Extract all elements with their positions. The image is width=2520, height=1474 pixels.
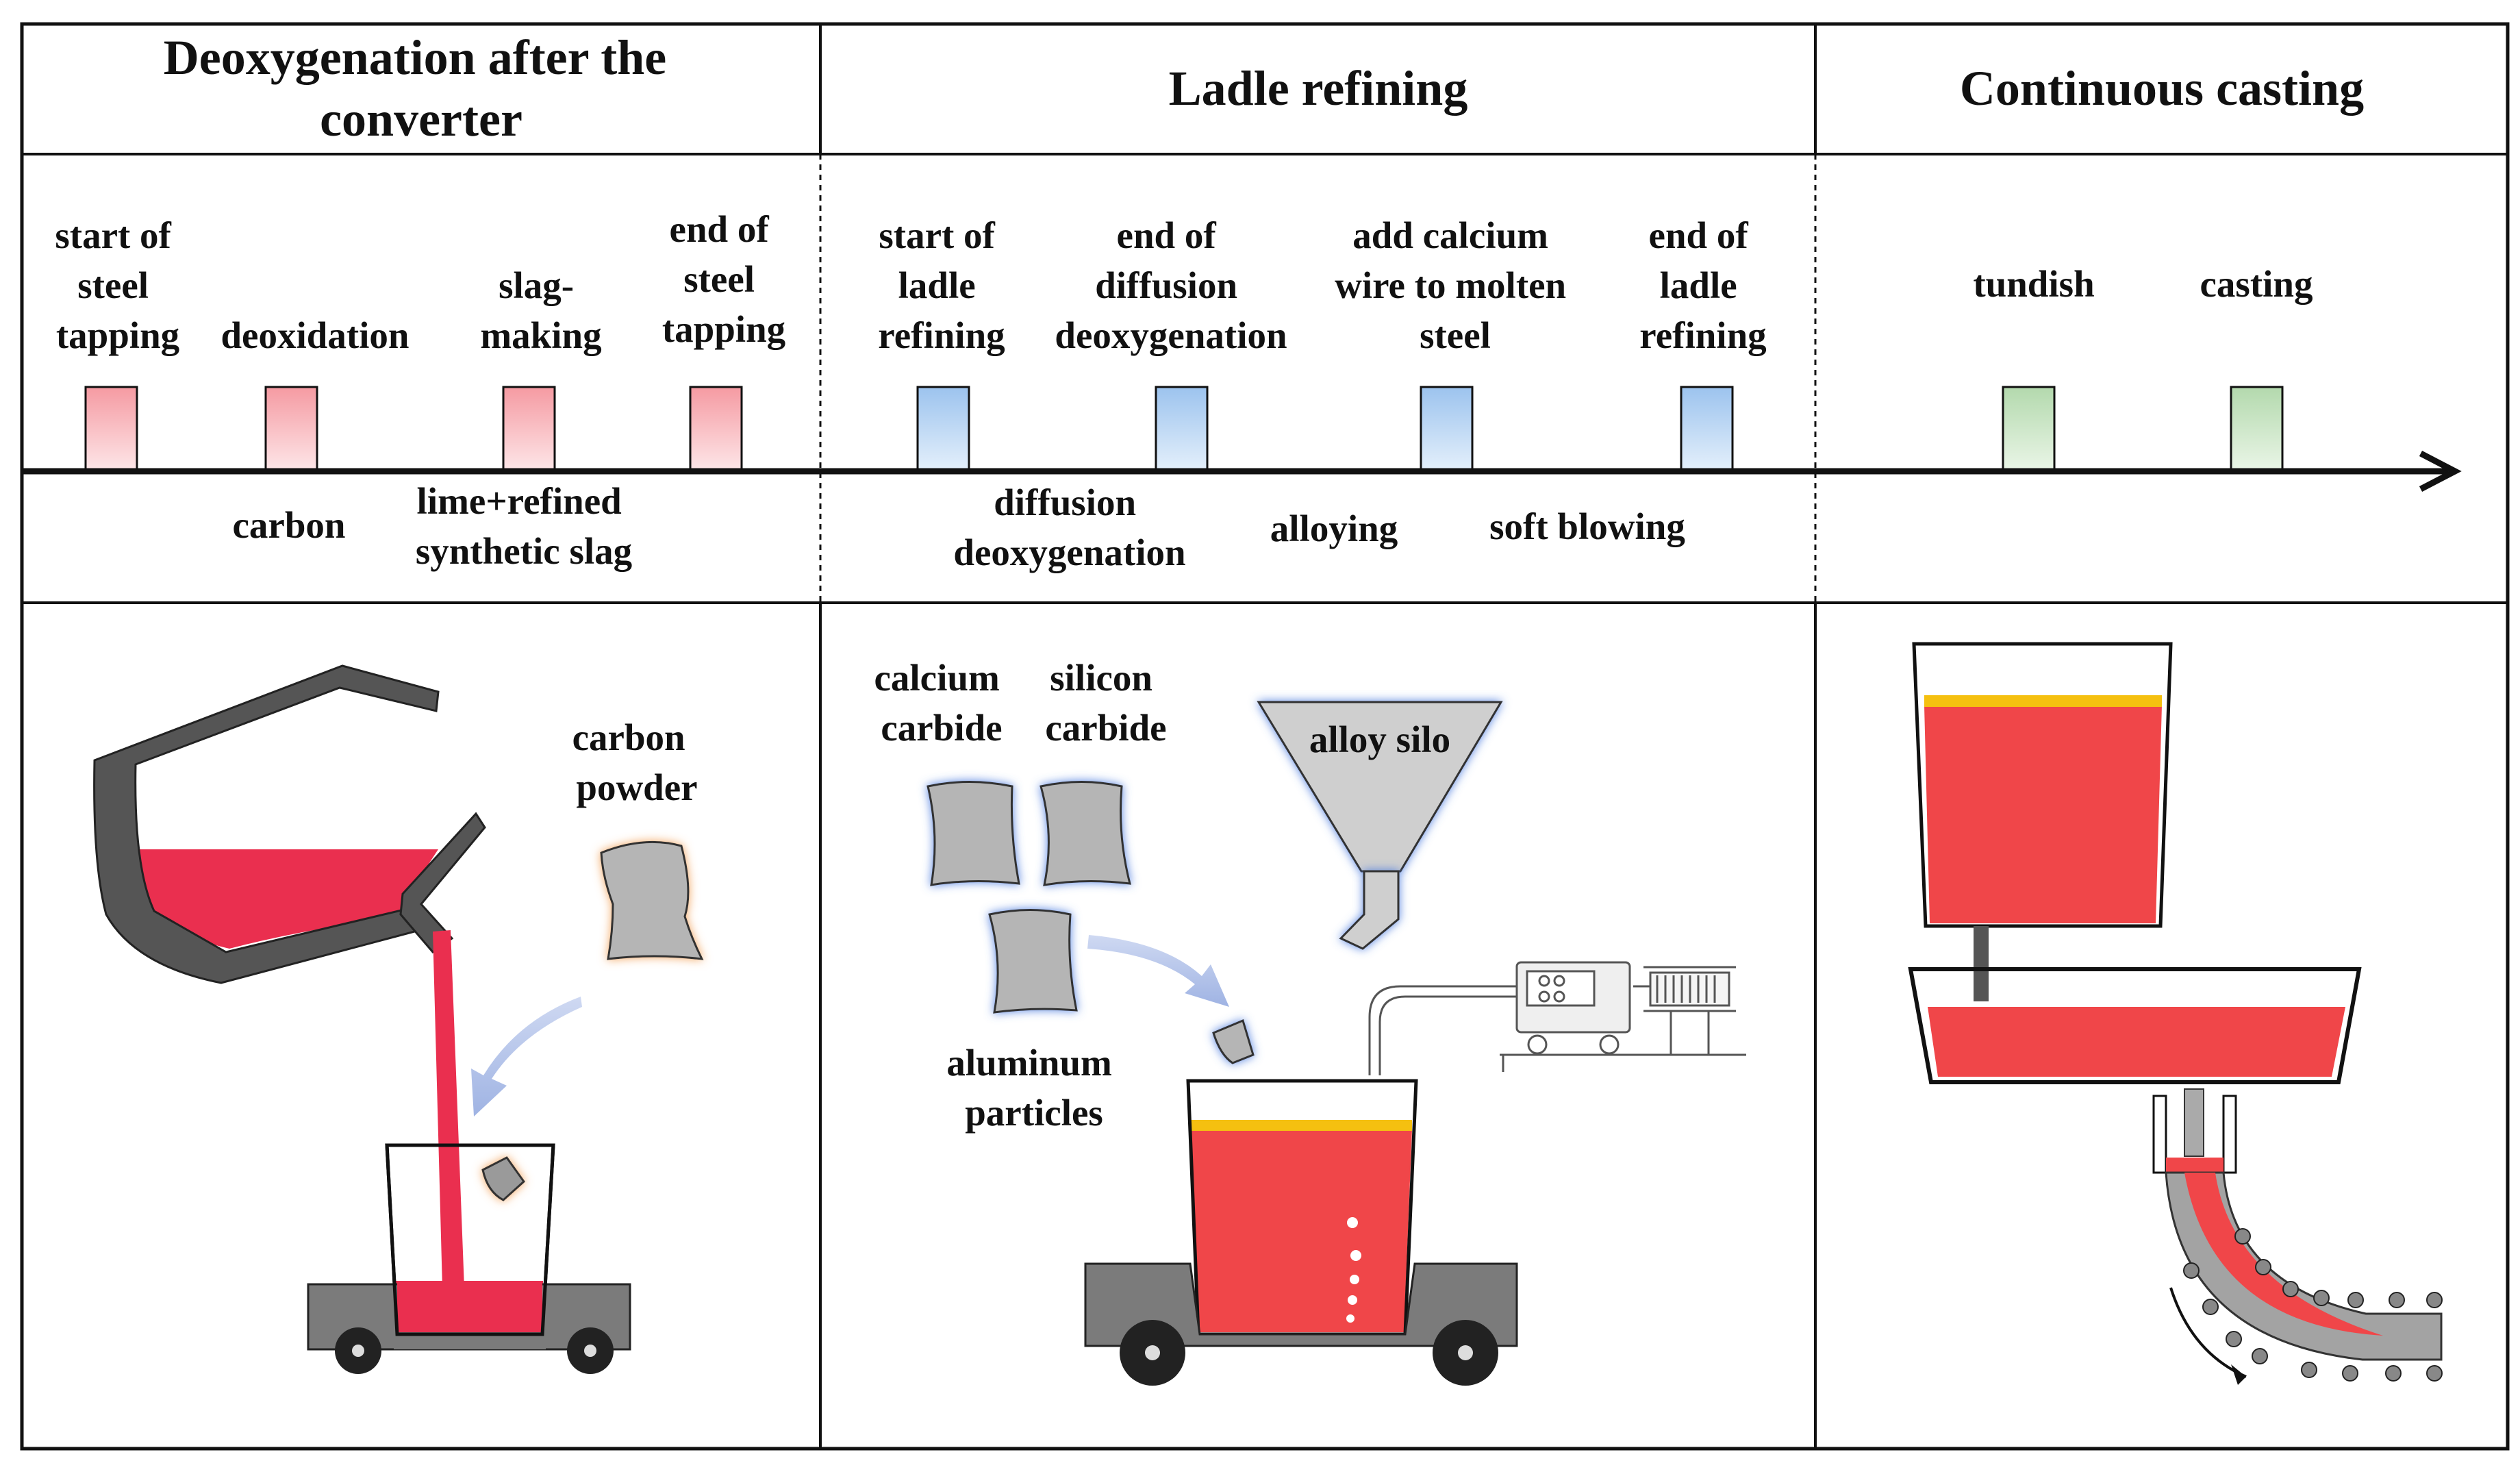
timeline-axis — [22, 451, 2462, 492]
marker-casting — [2230, 386, 2284, 471]
label-add-calcium: add calcium wire to molten steel — [1335, 214, 1576, 356]
feed-arrow-alloy — [1087, 935, 1229, 1007]
timeline-markers — [84, 386, 2284, 471]
header-ladle-refining: Ladle refining — [1169, 61, 1468, 116]
marker-start-tapping — [84, 386, 138, 471]
casting-ladle — [1912, 642, 2173, 928]
marker-end-ladle — [1680, 386, 1734, 471]
refining-ladle-steel — [1190, 1130, 1412, 1332]
continuous-casting-illustration — [1908, 642, 2443, 1385]
marker-tundish — [2002, 386, 2056, 471]
casting-ladle-steel — [1924, 705, 2162, 923]
pour-stream — [433, 930, 464, 1288]
label-alloy-silo: alloy silo — [1309, 719, 1450, 760]
marker-end-diffusion — [1155, 386, 1209, 471]
label-slag-making: slag- making — [480, 264, 601, 356]
label-end-tapping: end of steel tapping — [662, 208, 785, 350]
converter-molten-steel — [130, 849, 438, 949]
alloy-silo — [1257, 701, 1503, 873]
liquid-core — [2184, 1173, 2383, 1336]
label-casting: casting — [2200, 263, 2313, 305]
ladle-refining-illustration: calcium carbide silicon carbide aluminum… — [874, 657, 1746, 1386]
header-deoxygenation: Deoxygenation after the converter — [164, 30, 679, 147]
tundish-steel — [1928, 1007, 2345, 1077]
label-lime-slag: lime+refined synthetic slag — [416, 480, 632, 572]
converter-vessel — [93, 664, 440, 984]
label-carbon: carbon — [233, 504, 346, 546]
label-end-diffusion: end of diffusion deoxygenation — [1055, 214, 1287, 356]
label-soft-blowing: soft blowing — [1489, 505, 1685, 547]
silicon-carbide-bag — [1040, 781, 1132, 886]
submerged-nozzle — [2184, 1088, 2204, 1157]
argon-bubbles — [1346, 1217, 1361, 1323]
marker-add-calcium — [1420, 386, 1474, 471]
marker-start-ladle — [916, 386, 970, 471]
casting-ladle-slag — [1924, 695, 2162, 707]
label-end-ladle: end of ladle refining — [1639, 214, 1766, 356]
ladle-shroud — [1974, 926, 1989, 1001]
slag-layer — [1190, 1120, 1412, 1131]
label-diffusion-deoxygenation: diffusion deoxygenation — [953, 482, 1185, 573]
mold-wall-right — [2222, 1095, 2237, 1174]
calcium-wire-feeder — [1368, 961, 1746, 1075]
guide-rollers — [2183, 1228, 2443, 1382]
alloy-silo-chute — [1339, 870, 1400, 950]
feed-arrow-carbon — [471, 997, 582, 1116]
label-start-tapping: start of steel tapping — [55, 214, 180, 356]
table-frame — [20, 22, 2510, 1451]
aluminum-particles-bag — [988, 909, 1078, 1014]
label-aluminum-particles: aluminum particles — [946, 1042, 1121, 1134]
refining-ladle-cart — [1084, 1262, 1518, 1347]
calcium-carbide-bag — [927, 781, 1020, 886]
label-carbon-powder: carbon powder — [572, 716, 698, 808]
converter-spout — [399, 812, 486, 954]
label-alloying: alloying — [1270, 508, 1398, 549]
converter-illustration: carbon powder — [93, 664, 704, 1374]
label-calcium-carbide: calcium carbide — [874, 657, 1009, 749]
carbon-particle — [481, 1156, 525, 1201]
header-continuous-casting: Continuous casting — [1960, 61, 2364, 116]
marker-end-tapping — [689, 386, 743, 471]
marker-deoxidation — [264, 386, 318, 471]
label-deoxidation: deoxidation — [220, 314, 409, 356]
carbon-powder-bag — [600, 840, 704, 960]
mold-wall-left — [2152, 1095, 2167, 1174]
label-silicon-carbide: silicon carbide — [1045, 657, 1166, 749]
label-tundish: tundish — [1973, 263, 2094, 305]
aluminum-particle — [1212, 1019, 1255, 1064]
marker-slag-making — [502, 386, 556, 471]
label-start-ladle: start of ladle refining — [878, 214, 1005, 356]
